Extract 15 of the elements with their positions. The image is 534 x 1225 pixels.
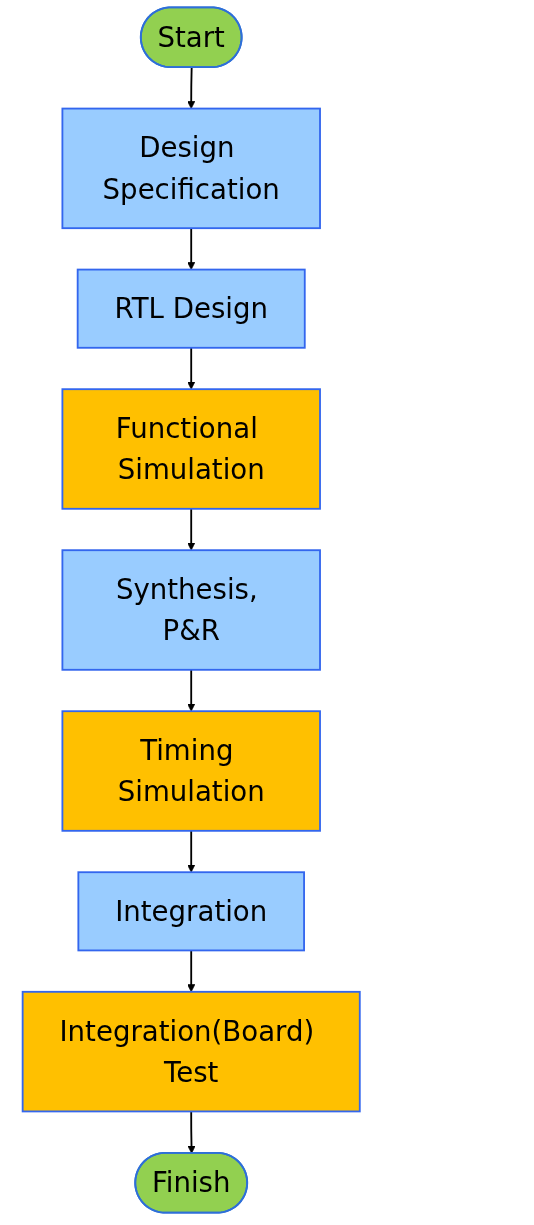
arrow xyxy=(187,66,196,109)
node-box: Synthesis, P&R xyxy=(61,549,321,671)
arrow xyxy=(187,829,196,873)
arrow xyxy=(187,507,196,551)
node-box: Functional Simulation xyxy=(61,388,321,510)
arrow xyxy=(187,346,196,390)
node-box: Integration xyxy=(77,871,305,952)
node-box: Timing Simulation xyxy=(61,710,321,832)
arrow xyxy=(187,1110,196,1154)
node-box: RTL Design xyxy=(76,268,306,349)
arrow xyxy=(187,668,196,712)
arrow xyxy=(187,949,196,993)
arrow xyxy=(187,227,196,270)
node-box: Design Specification xyxy=(61,107,321,230)
node-box: Integration(Board) Test xyxy=(21,990,361,1113)
